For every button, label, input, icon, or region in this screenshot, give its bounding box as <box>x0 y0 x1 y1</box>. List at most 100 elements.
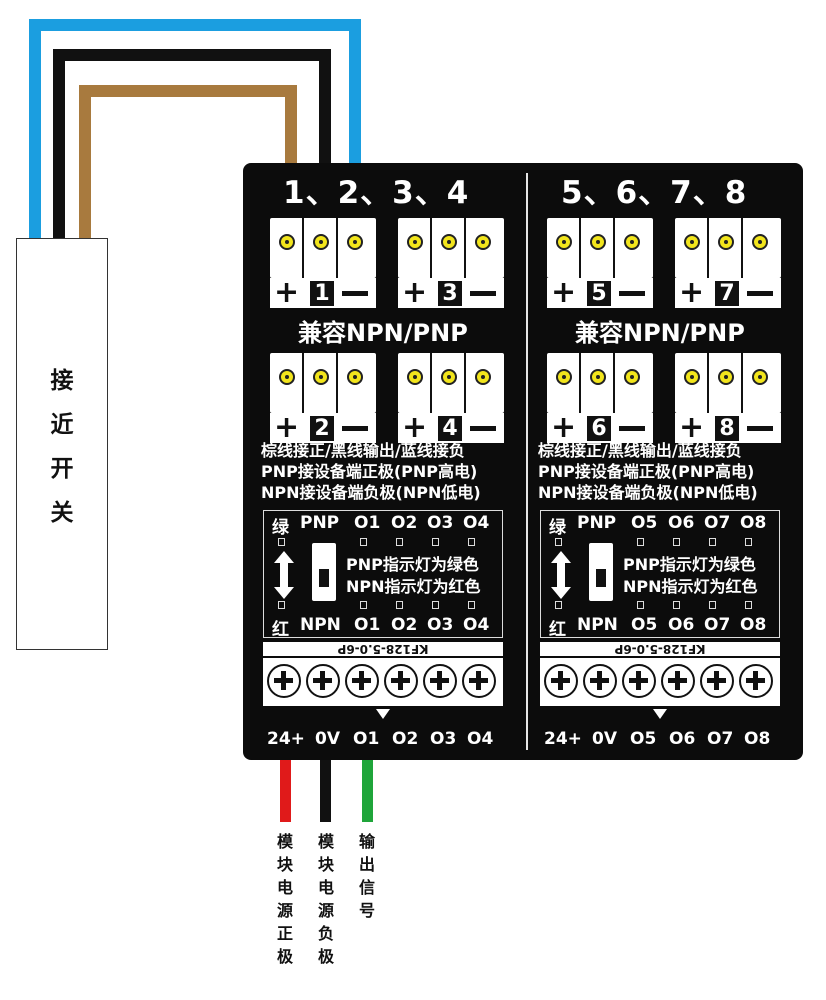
top-label: PNP <box>577 513 617 533</box>
indicator-led <box>709 538 716 546</box>
bottom-label: O3 <box>427 615 454 635</box>
pin-hole <box>556 234 572 250</box>
screw-terminal[interactable] <box>739 664 773 698</box>
connector-body <box>675 353 781 413</box>
wiring-note: PNP接设备端正极(PNP高电) <box>261 462 478 481</box>
connector-body <box>398 218 504 278</box>
connector-cell <box>547 218 581 278</box>
connector-number: 7 <box>715 281 739 306</box>
label-char: 极 <box>276 947 293 966</box>
plus-sign: + <box>274 410 300 445</box>
connector-cell <box>270 218 304 278</box>
terminal-connector[interactable]: +8 <box>675 353 781 443</box>
half-header: 5、6、7、8 <box>561 175 748 211</box>
plus-sign: + <box>679 410 705 445</box>
connector-cell <box>709 218 743 278</box>
npn-pnp-slide-switch[interactable] <box>589 543 613 601</box>
screw-terminal[interactable] <box>306 664 340 698</box>
minus-sign <box>470 426 496 431</box>
connector-number: 3 <box>438 281 462 306</box>
terminal-label: 0V <box>592 729 617 749</box>
sensor-char: 近 <box>50 412 74 438</box>
terminal-label: O6 <box>669 729 696 749</box>
screw-terminal[interactable] <box>423 664 457 698</box>
bottom-label: NPN <box>300 615 341 635</box>
label-char: 出 <box>358 855 375 874</box>
connector-cell <box>581 353 615 413</box>
terminal-label: O5 <box>630 729 657 749</box>
terminal-connector[interactable]: +7 <box>675 218 781 308</box>
indicator-led <box>396 601 403 609</box>
connector-body <box>675 218 781 278</box>
terminal-connector[interactable]: +1 <box>270 218 376 308</box>
pin-hole <box>475 369 491 385</box>
wiring-note: NPN接设备端负极(NPN低电) <box>261 483 481 502</box>
bottom-label: 红 <box>272 620 289 640</box>
bottom-label: O5 <box>631 615 658 635</box>
indicator-led <box>745 601 752 609</box>
half-header: 1、2、3、4 <box>283 175 470 211</box>
double-arrow-icon <box>551 551 571 599</box>
terminal-connector[interactable]: +4 <box>398 353 504 443</box>
terminal-connector[interactable]: +6 <box>547 353 653 443</box>
terminal-connector[interactable]: +2 <box>270 353 376 443</box>
indicator-led <box>278 601 285 609</box>
top-label: O3 <box>427 513 454 533</box>
bottom-label: O7 <box>704 615 731 635</box>
top-label: 绿 <box>549 518 566 538</box>
label-char: 块 <box>317 855 334 874</box>
screw-terminal[interactable] <box>583 664 617 698</box>
pin-hole <box>556 369 572 385</box>
minus-sign <box>342 426 368 431</box>
compat-label: 兼容NPN/PNP <box>575 319 745 347</box>
screw-terminal[interactable] <box>462 664 496 698</box>
screw-terminal[interactable] <box>622 664 656 698</box>
connector-number: 6 <box>587 416 611 441</box>
label-char: 源 <box>317 901 334 920</box>
terminal-label: 0V <box>315 729 340 749</box>
pin-hole <box>684 234 700 250</box>
sensor-label: 接近开关 <box>17 359 107 535</box>
npn-pnp-slide-switch[interactable] <box>312 543 336 601</box>
screw-terminal[interactable] <box>267 664 301 698</box>
connector-cell <box>432 353 466 413</box>
screw-terminal[interactable] <box>700 664 734 698</box>
label-char: 模 <box>317 832 334 851</box>
top-label: 绿 <box>272 518 289 538</box>
plus-sign: + <box>274 275 300 310</box>
terminal-label: 24+ <box>267 729 305 749</box>
screw-terminal[interactable] <box>345 664 379 698</box>
connector-body <box>547 218 653 278</box>
minus-sign <box>470 291 496 296</box>
bottom-label: O4 <box>463 615 490 635</box>
proximity-sensor: 接近开关 <box>16 238 108 650</box>
screw-terminal[interactable] <box>384 664 418 698</box>
terminal-label: O7 <box>707 729 734 749</box>
plus-sign: + <box>551 275 577 310</box>
label-output-signal: 输出信号 <box>357 830 377 922</box>
bottom-label: O2 <box>391 615 418 635</box>
indicator-led <box>360 601 367 609</box>
wiring-note: NPN接设备端负极(NPN低电) <box>538 483 758 502</box>
pin-hole <box>279 234 295 250</box>
pin-hole <box>407 369 423 385</box>
pin-hole <box>279 369 295 385</box>
down-arrow-icon <box>376 709 390 719</box>
pnp-indicator-text: PNP指示灯为绿色 <box>623 555 756 574</box>
down-arrow-icon <box>653 709 667 719</box>
screw-terminal[interactable] <box>544 664 578 698</box>
label-char: 信 <box>358 878 375 897</box>
connector-number: 2 <box>310 416 334 441</box>
pin-hole <box>347 369 363 385</box>
indicator-led <box>278 538 285 546</box>
connector-cell <box>709 353 743 413</box>
indicator-led <box>555 601 562 609</box>
top-label: O5 <box>631 513 658 533</box>
connector-number: 5 <box>587 281 611 306</box>
terminal-connector[interactable]: +5 <box>547 218 653 308</box>
indicator-led <box>432 601 439 609</box>
screw-terminal[interactable] <box>661 664 695 698</box>
terminal-connector[interactable]: +3 <box>398 218 504 308</box>
